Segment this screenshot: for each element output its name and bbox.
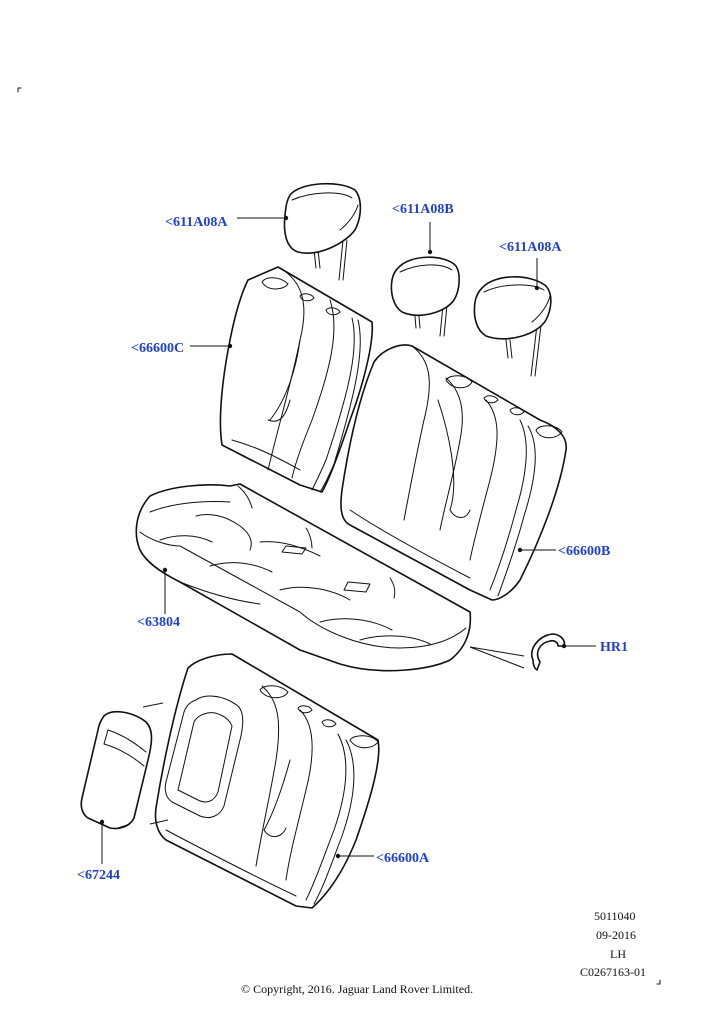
label-backrest-lower[interactable]: <66600A — [376, 851, 430, 866]
reference-number: 5011040 — [594, 909, 636, 923]
crop-mark-bottom-right — [656, 979, 661, 985]
label-headrest-center[interactable]: <611A08B — [392, 202, 454, 217]
drawing-date: 09-2016 — [596, 928, 636, 942]
headrest-right[interactable] — [473, 276, 552, 377]
leader-lines — [99, 215, 596, 864]
label-armrest[interactable]: <67244 — [77, 868, 120, 883]
label-headrest-left[interactable]: <611A08A — [165, 215, 228, 230]
label-seat-cushion[interactable]: <63804 — [137, 615, 180, 630]
seat-cushion[interactable] — [135, 483, 472, 672]
label-headrest-right[interactable]: <611A08A — [499, 240, 562, 255]
backrest-right[interactable] — [340, 344, 567, 601]
label-retainer-hook[interactable]: HR1 — [600, 640, 628, 655]
label-backrest-right[interactable]: <66600B — [558, 544, 611, 559]
headrest-center[interactable] — [390, 256, 460, 337]
armrest[interactable] — [80, 710, 153, 830]
backrest-left[interactable] — [219, 266, 374, 493]
copyright-notice: © Copyright, 2016. Jaguar Land Rover Lim… — [241, 982, 474, 996]
side-indicator: LH — [610, 947, 626, 961]
backrest-lower[interactable] — [154, 653, 380, 909]
label-backrest-left[interactable]: <66600C — [131, 341, 185, 356]
retainer-hook[interactable] — [531, 633, 566, 671]
crop-mark-top-left — [17, 87, 22, 93]
drawing-code: C0267163-01 — [580, 965, 646, 979]
headrest-left[interactable] — [283, 182, 362, 281]
